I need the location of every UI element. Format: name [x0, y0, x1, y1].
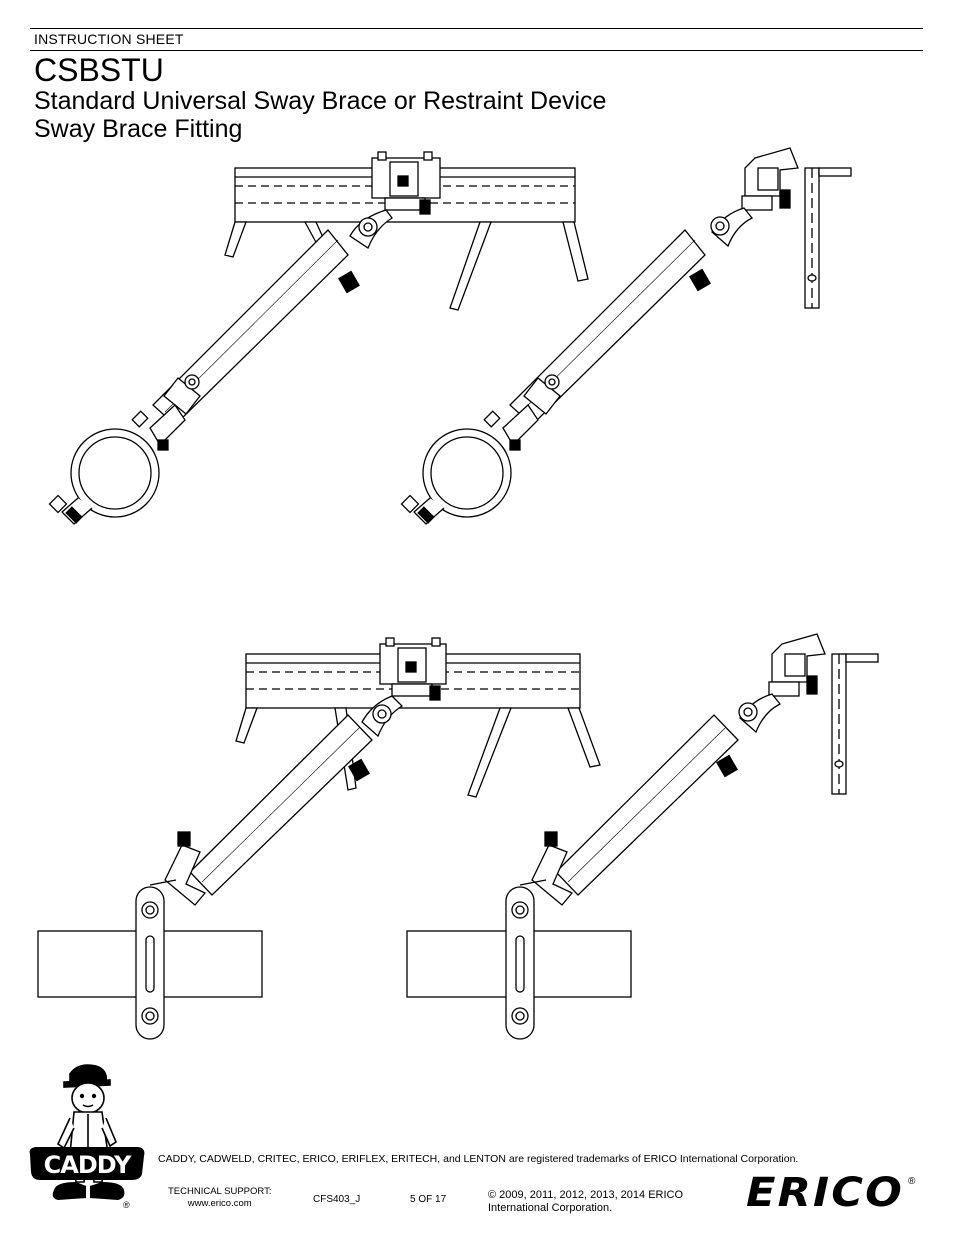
figure-strut-pipe-clamp	[48, 151, 589, 525]
caddy-registered-mark: ®	[123, 1200, 130, 1210]
copyright: © 2009, 2011, 2012, 2013, 2014 ERICO Int…	[488, 1189, 728, 1215]
erico-wordmark-logo: ERICO ®	[746, 1172, 916, 1214]
header-rule-top	[30, 28, 923, 29]
erico-logo-text: ERICO	[746, 1172, 904, 1214]
header-rule-bottom	[30, 50, 923, 51]
page-subtitle-line1: Standard Universal Sway Brace or Restrai…	[34, 87, 607, 115]
figure-angle-pipe-clamp	[400, 147, 852, 525]
page-number: 5 OF 17	[410, 1194, 447, 1205]
caddy-mascot-logo: CADDY ®	[29, 1064, 145, 1210]
erico-registered-mark: ®	[908, 1176, 916, 1187]
header-label: INSTRUCTION SHEET	[34, 31, 184, 47]
tech-support-label: TECHNICAL SUPPORT:	[168, 1186, 272, 1197]
trademark-notice: CADDY, CADWELD, CRITEC, ERICO, ERIFLEX, …	[158, 1153, 799, 1165]
figure-angle-rect-attach	[406, 633, 879, 1040]
page-title: CSBSTU	[34, 52, 164, 88]
caddy-logo-text: CADDY	[44, 1151, 132, 1179]
figure-strut-rect-attach	[37, 637, 601, 1040]
copyright-line2: International Corporation.	[488, 1202, 613, 1214]
doc-code: CFS403_J	[313, 1194, 361, 1205]
page-subtitle-line2: Sway Brace Fitting	[34, 115, 243, 143]
copyright-line1: © 2009, 2011, 2012, 2013, 2014 ERICO	[488, 1189, 684, 1201]
tech-support-url[interactable]: www.erico.com	[187, 1198, 252, 1209]
tech-support: TECHNICAL SUPPORT: www.erico.com	[168, 1186, 271, 1210]
